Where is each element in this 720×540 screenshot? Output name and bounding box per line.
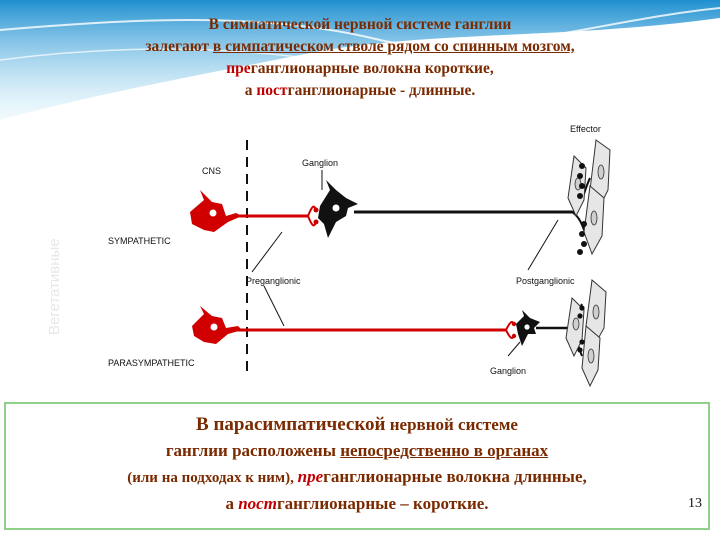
title-text: ганглионарные - длинные. <box>287 82 476 99</box>
label-ganglion-bottom: Ganglion <box>490 366 526 376</box>
summary-text: ганглионарные волокна длинные, <box>323 467 587 486</box>
summary-prefix-post: пост <box>238 494 277 513</box>
page-number: 13 <box>688 496 702 511</box>
label-postganglionic: Postganglionic <box>516 276 575 286</box>
title-prefix-pre: пре <box>226 60 251 77</box>
label-preganglionic: Preganglionic <box>246 276 301 286</box>
label-effector: Effector <box>570 124 601 134</box>
summary-line-3: (или на подходах к ним), преганглионарны… <box>6 464 708 491</box>
summary-line-1: В парасимпатической нервной системе <box>6 412 708 438</box>
summary-text: (или на подходах к ним), <box>127 470 298 486</box>
label-parasympathetic: PARASYMPATHETIC <box>108 358 195 368</box>
title-underlined-text: в симпатическом стволе рядом со спинным … <box>212 38 575 55</box>
slide-title: В симпатической нервной системе ганглии … <box>40 14 680 102</box>
parasympathetic-summary-box: В парасимпатической нервной системе ганг… <box>4 402 710 530</box>
parasympathetic-ganglion-neuron <box>516 310 540 346</box>
summary-text: В <box>196 414 214 435</box>
title-line-3: преганглионарные волокна короткие, <box>40 58 680 80</box>
summary-underlined-text: непосредственно в органах <box>340 441 549 460</box>
summary-line-4: а постганглионарные – короткие. <box>6 491 708 517</box>
side-watermark: Вегетативные <box>46 238 63 335</box>
sympathetic-effector-cells <box>567 139 611 256</box>
summary-emphasis: парасимпатической <box>213 414 386 435</box>
decorative-wave <box>0 0 720 120</box>
summary-text: ганглионарные – короткие. <box>276 494 489 513</box>
label-sympathetic: SYMPATHETIC <box>108 236 171 246</box>
diagram-svg: CNS Ganglion Effector SYMPATHETIC Pregan… <box>108 124 611 388</box>
neuron-diagram: CNS Ganglion Effector SYMPATHETIC Pregan… <box>96 120 629 396</box>
summary-text: ганглии расположены <box>165 441 341 460</box>
parasympathetic-cns-neuron <box>192 306 242 344</box>
title-line-2: залегают в симпатическом стволе рядом со… <box>40 36 680 58</box>
label-cns: CNS <box>202 166 221 176</box>
label-ganglion-top: Ganglion <box>302 158 338 168</box>
title-text: залегают <box>145 38 213 55</box>
summary-text: а <box>225 494 239 513</box>
summary-prefix-pre: пре <box>297 467 324 486</box>
title-text: а <box>244 82 257 99</box>
sympathetic-ganglion-neuron <box>318 180 358 238</box>
title-text: ганглионарные волокна короткие, <box>250 60 494 77</box>
title-line-4: а постганглионарные - длинные. <box>40 80 680 102</box>
summary-line-2: ганглии расположены непосредственно в ор… <box>6 438 708 464</box>
summary-text: нервной системе <box>385 415 518 434</box>
sympathetic-cns-neuron <box>190 190 242 232</box>
parasympathetic-effector-cells <box>565 279 607 388</box>
title-line-1: В симпатической нервной системе ганглии <box>208 16 512 33</box>
title-prefix-post: пост <box>256 82 288 99</box>
